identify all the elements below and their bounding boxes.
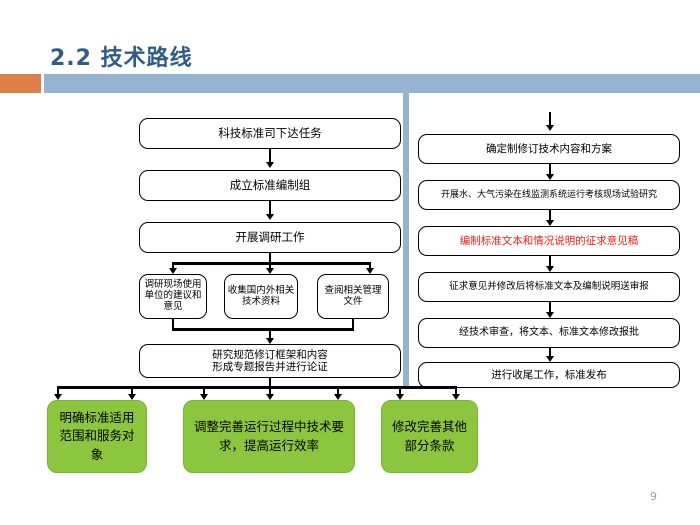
left-step-1: 科技标准司下达任务 (139, 118, 401, 149)
outcome-tick-1 (57, 386, 59, 396)
connector-l2 (269, 201, 271, 216)
outcome-box-1: 明确标准适用范围和服务对象 (47, 400, 147, 473)
left-merge-line2: 形成专题报告并进行论证 (212, 361, 328, 373)
arrow-r0 (546, 125, 554, 131)
right-step-3: 编制标准文本和情况说明的征求意见稿 (418, 226, 680, 256)
arrow-outcome-7 (452, 394, 460, 400)
column-divider (403, 88, 409, 388)
page-number: 9 (650, 490, 657, 503)
connector-r0 (549, 112, 551, 127)
right-step-6: 进行收尾工作，标准发布 (418, 362, 680, 388)
arrow-outcome-6 (396, 394, 404, 400)
merge-drop-1 (172, 319, 174, 329)
left-branch-3: 查阅相关管理文件 (317, 274, 389, 319)
left-step-3: 开展调研工作 (139, 222, 401, 253)
title-rule-blue (44, 74, 700, 93)
outcome-tick-3 (203, 386, 205, 396)
arrow-l2 (266, 214, 274, 220)
right-step-2: 开展水、大气污染在线监测系统运行考核现场试验研究 (418, 180, 680, 210)
arrow-r5 (546, 356, 554, 362)
outcome-tick-2 (131, 386, 133, 396)
arrow-outcome-2 (128, 394, 136, 400)
title-rule-orange (0, 74, 41, 93)
arrow-branch-2 (266, 268, 274, 274)
arrow-r3 (546, 266, 554, 272)
connector-r4 (549, 302, 551, 314)
outcome-feed-stem (269, 378, 271, 387)
merge-stem (269, 328, 271, 340)
arrow-r4 (546, 312, 554, 318)
outcome-tick-5 (337, 386, 339, 396)
outcome-box-2: 调整完善运行过程中技术要求，提高运行效率 (183, 400, 355, 473)
arrow-r1 (546, 174, 554, 180)
connector-l3-stem (269, 253, 271, 263)
connector-r1 (549, 164, 551, 176)
connector-branch-3 (369, 262, 371, 270)
merge-drop-3 (352, 319, 354, 329)
left-step-2: 成立标准编制组 (139, 170, 401, 201)
arrow-merge (266, 338, 274, 344)
page-title: 2.2 技术路线 (50, 46, 193, 71)
arrow-l1 (266, 162, 274, 168)
left-branch-1: 调研现场使用单位的建议和意见 (139, 274, 207, 319)
arrow-branch-1 (169, 268, 177, 274)
arrow-outcome-4 (266, 394, 274, 400)
arrow-r2 (546, 220, 554, 226)
connector-branch-1 (172, 262, 174, 270)
connector-r2 (549, 210, 551, 222)
outcome-box-3: 修改完善其他部分条款 (381, 400, 478, 473)
outcome-tick-7 (455, 386, 457, 396)
outcome-bar (57, 386, 457, 389)
right-step-4: 征求意见并修改后将标准文本及编制说明送审报 (418, 272, 680, 302)
arrow-outcome-5 (334, 394, 342, 400)
left-merge-box: 研究规范修订框架和内容 形成专题报告并进行论证 (139, 344, 401, 378)
connector-l1 (269, 149, 271, 164)
outcome-tick-6 (399, 386, 401, 396)
arrow-branch-3 (366, 268, 374, 274)
outcome-tick-4 (269, 386, 271, 396)
arrow-outcome-1 (54, 394, 62, 400)
connector-branch-2 (269, 262, 271, 270)
connector-r5 (549, 348, 551, 358)
left-merge-line1: 研究规范修订框架和内容 (212, 348, 328, 361)
connector-r3 (549, 256, 551, 268)
left-branch-2: 收集国内外相关技术资料 (224, 274, 298, 319)
merge-bar (172, 328, 354, 331)
right-step-1: 确定制修订技术内容和方案 (418, 134, 680, 164)
arrow-outcome-3 (200, 394, 208, 400)
right-step-5: 经技术审查，将文本、标准文本修改报批 (418, 318, 680, 348)
connector-l3-bar (172, 262, 371, 265)
